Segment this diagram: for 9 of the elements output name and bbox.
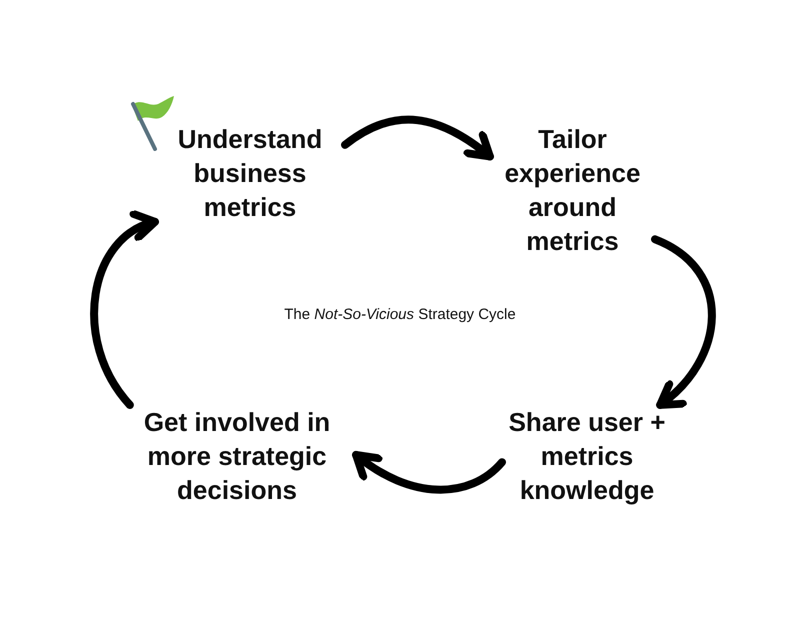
curved-arrow bbox=[651, 235, 716, 409]
step-text: Share user + metrics knowledge bbox=[502, 405, 672, 509]
step-text: Understand business metrics bbox=[155, 122, 345, 226]
step-text: Tailor experience around metrics bbox=[490, 122, 655, 260]
step-text: Get involved in more strategic decisions bbox=[118, 405, 356, 509]
curved-arrow bbox=[341, 116, 494, 160]
curved-arrow bbox=[90, 212, 159, 409]
curved-arrow bbox=[352, 450, 506, 494]
diagram-caption: The Not-So-Vicious Strategy Cycle bbox=[284, 306, 516, 323]
